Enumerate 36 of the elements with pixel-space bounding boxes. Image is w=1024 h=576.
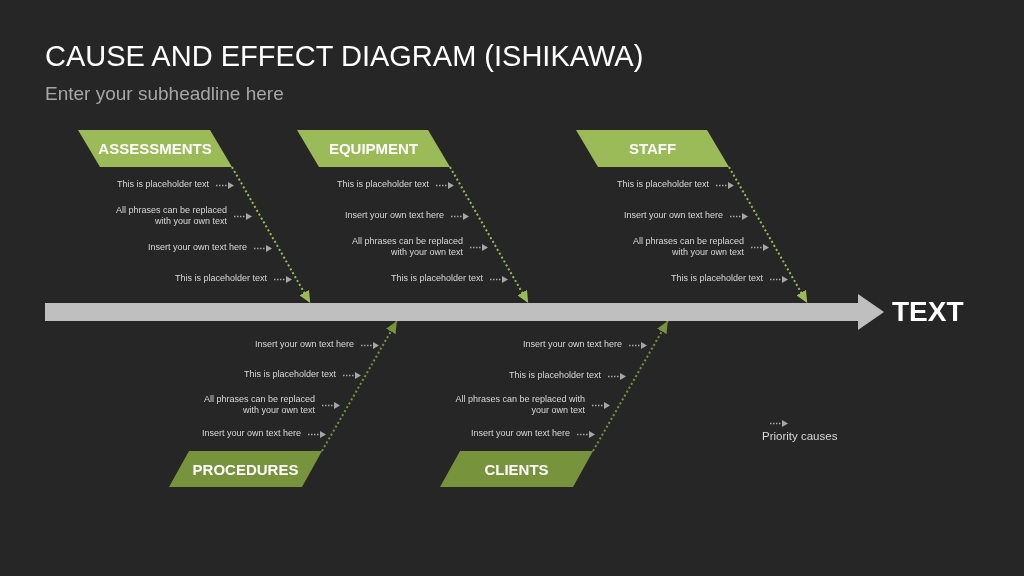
subtitle: Enter your subheadline here xyxy=(45,83,284,106)
category-banner: STAFF xyxy=(576,130,729,167)
cause-text: All phrases can be replaced with your own text xyxy=(454,393,585,417)
category-banner: ASSESSMENTS xyxy=(78,130,232,167)
legend-label: Priority causes xyxy=(762,430,838,444)
cause-text: Insert your own text here xyxy=(470,428,570,440)
dotted-arrow xyxy=(728,166,809,304)
cause-text: Insert your own text here xyxy=(623,210,723,222)
cause-text: All phrases can be replaced with your own text xyxy=(350,235,463,259)
category-banner: EQUIPMENT xyxy=(297,130,450,167)
cause-text: This is placeholder text xyxy=(390,273,483,285)
cause-text: This is placeholder text xyxy=(616,179,709,191)
dotted-arrow xyxy=(449,166,530,304)
cause-text: Insert your own text here xyxy=(344,210,444,222)
cause-text: All phrases can be replaced with your own text xyxy=(631,235,744,259)
cause-text: This is placeholder text xyxy=(243,369,336,381)
dotted-arrow xyxy=(321,320,398,452)
cause-text: Insert your own text here xyxy=(201,428,301,440)
cause-text: This is placeholder text xyxy=(174,273,267,285)
cause-text: All phrases can be replaced with your own text xyxy=(114,204,227,228)
cause-text: This is placeholder text xyxy=(336,179,429,191)
spine-bar xyxy=(45,303,858,321)
dotted-arrow xyxy=(592,320,669,452)
category-banner: PROCEDURES xyxy=(169,451,322,487)
category-banner: CLIENTS xyxy=(440,451,593,487)
cause-text: This is placeholder text xyxy=(116,179,209,191)
cause-text: This is placeholder text xyxy=(670,273,763,285)
title: CAUSE AND EFFECT DIAGRAM (ISHIKAWA) xyxy=(45,40,644,74)
cause-text: Insert your own text here xyxy=(147,242,247,254)
cause-text: All phrases can be replaced with your own text xyxy=(202,393,315,417)
thick-arrow xyxy=(858,294,884,330)
cause-text: Insert your own text here xyxy=(254,339,354,351)
cause-text: Insert your own text here xyxy=(522,339,622,351)
effect-label: TEXT xyxy=(884,298,964,326)
dotted-arrow xyxy=(231,166,312,304)
cause-text: This is placeholder text xyxy=(508,370,601,382)
